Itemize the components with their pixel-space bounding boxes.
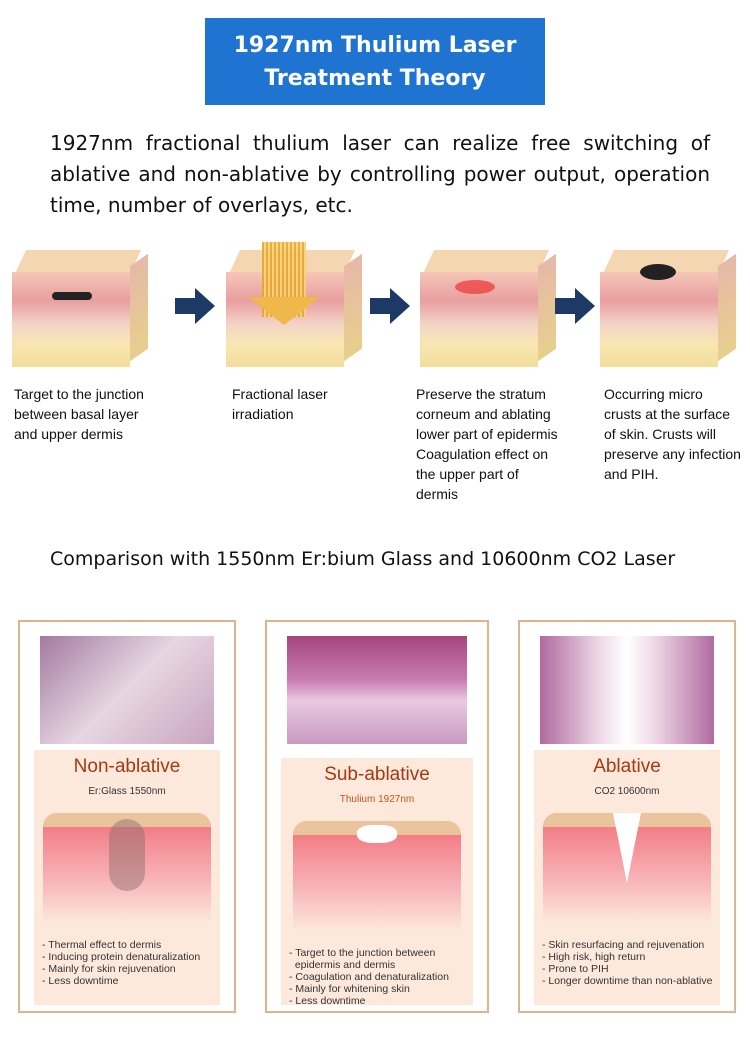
skin-illustration-ablation (420, 242, 558, 372)
title-banner: 1927nm Thulium Laser Treatment Theory (205, 18, 545, 105)
skin-illustration-laser (226, 242, 364, 372)
intro-paragraph: 1927nm fractional thulium laser can real… (50, 131, 710, 217)
bullet: - Coagulation and denaturalization (289, 971, 449, 983)
bullet: - Less downtime (42, 975, 119, 987)
bullet: - Inducing protein denaturalization (42, 951, 201, 963)
bullet: - Mainly for whitening skin (289, 983, 410, 995)
card-title: Non-ablative (73, 756, 181, 777)
skin-illustration-target (12, 242, 150, 372)
title-line-2: Treatment Theory (264, 66, 486, 91)
histology-image (540, 636, 714, 744)
skin-illustration-crust (600, 242, 738, 372)
card-subtitle: Er:Glass 1550nm (88, 786, 166, 797)
step-caption: Preserve the stratum corneum and ablatin… (416, 386, 558, 502)
bullet: - Longer downtime than non-ablative (542, 975, 713, 987)
bullet: - Thermal effect to dermis (42, 939, 162, 951)
card-title: Ablative (593, 756, 661, 777)
comparison-heading: Comparison with 1550nm Er:bium Glass and… (50, 548, 676, 570)
skin-diagram (43, 813, 211, 923)
histology-image (287, 636, 467, 744)
card-title: Sub-ablative (324, 764, 430, 785)
histology-image (40, 636, 214, 744)
arrow-right-icon (175, 288, 215, 324)
card-subtitle: CO2 10600nm (594, 786, 660, 797)
bullet: - Less downtime (289, 995, 366, 1007)
bullet: - Prone to PIH (542, 963, 609, 975)
skin-diagram (543, 813, 711, 923)
step-caption: Target to the junction between basal lay… (14, 386, 144, 442)
card-subtitle: Thulium 1927nm (339, 794, 415, 805)
bullet: - High risk, high return (542, 951, 646, 963)
bullet: - Skin resurfacing and rejuvenation (542, 939, 705, 951)
bullet: - Mainly for skin rejuvenation (42, 963, 176, 975)
title-line-1: 1927nm Thulium Laser (233, 33, 517, 58)
skin-diagram (293, 821, 461, 931)
arrow-right-icon (370, 288, 410, 324)
bullet: - Target to the junction between (289, 947, 436, 959)
bullet: epidermis and dermis (289, 959, 396, 971)
arrow-right-icon (555, 288, 595, 324)
step-caption: Occurring micro crusts at the surface of… (604, 386, 741, 482)
step-caption: Fractional laser irradiation (232, 386, 328, 422)
